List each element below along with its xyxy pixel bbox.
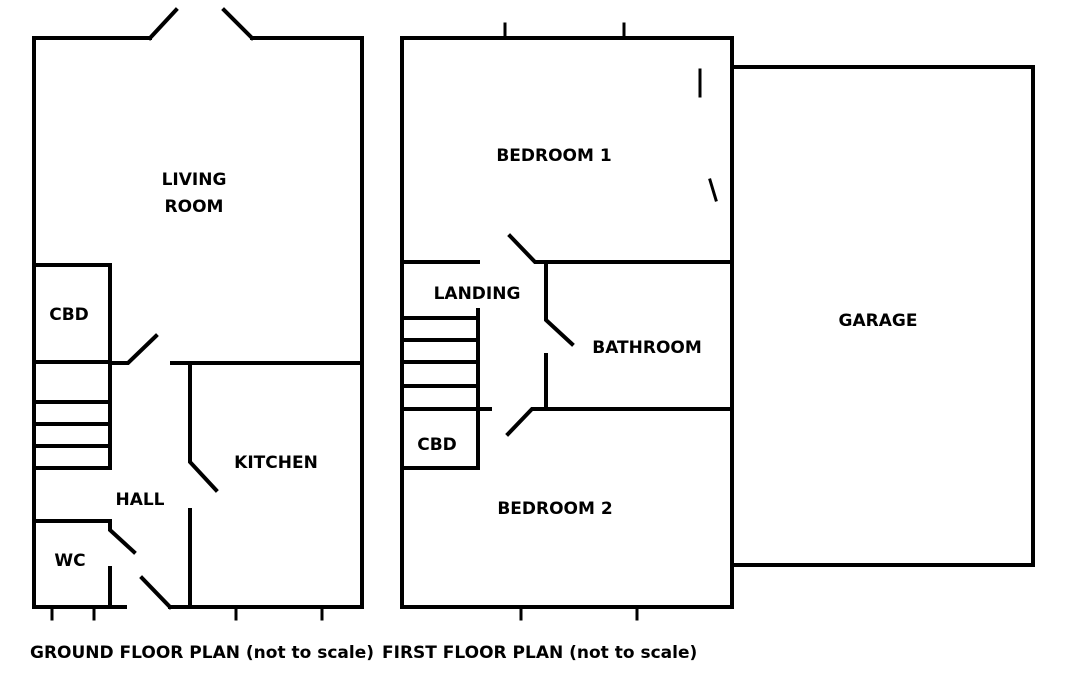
bedroom2-door xyxy=(505,407,548,437)
garage-wall xyxy=(730,65,1035,567)
wc-wall xyxy=(32,519,137,609)
first-outer-wall xyxy=(400,36,734,609)
first-floor-caption: FIRST FLOOR PLAN (not to scale) xyxy=(382,643,697,663)
ground-stairs xyxy=(32,361,112,470)
living-room-label-line2: ROOM xyxy=(165,197,224,217)
bedroom1-partition xyxy=(400,233,734,264)
first-stairs xyxy=(400,308,492,470)
ground-floor-caption: GROUND FLOOR PLAN (not to scale) xyxy=(30,643,374,663)
bathroom-label: BATHROOM xyxy=(592,338,702,358)
front-door xyxy=(147,7,255,41)
hall-door xyxy=(139,575,173,610)
living-room-partition xyxy=(108,333,364,365)
garage-window-marks xyxy=(698,68,718,202)
wc-label: WC xyxy=(54,551,85,571)
ground-floor-plan: LIVING ROOM CBD KITCHEN HALL WC GROUND F… xyxy=(30,7,374,663)
ground-outer-wall xyxy=(32,36,364,609)
kitchen-wall xyxy=(188,361,219,609)
living-room-label-line1: LIVING xyxy=(162,170,227,190)
ground-wall-marks xyxy=(50,605,324,621)
bathroom-wall xyxy=(544,260,734,411)
garage-label: GARAGE xyxy=(839,311,918,331)
first-cbd-label: CBD xyxy=(417,435,457,455)
ground-cbd-wall xyxy=(32,263,112,364)
bedroom1-label: BEDROOM 1 xyxy=(496,146,611,166)
first-floor-plan: BEDROOM 1 LANDING BATHROOM CBD BEDROOM 2… xyxy=(382,22,1035,663)
kitchen-label: KITCHEN xyxy=(234,453,318,473)
first-wall-marks xyxy=(503,22,639,621)
ground-cbd-label: CBD xyxy=(49,305,89,325)
hall-label: HALL xyxy=(115,490,164,510)
bedroom2-label: BEDROOM 2 xyxy=(497,499,612,519)
landing-label: LANDING xyxy=(434,284,521,304)
